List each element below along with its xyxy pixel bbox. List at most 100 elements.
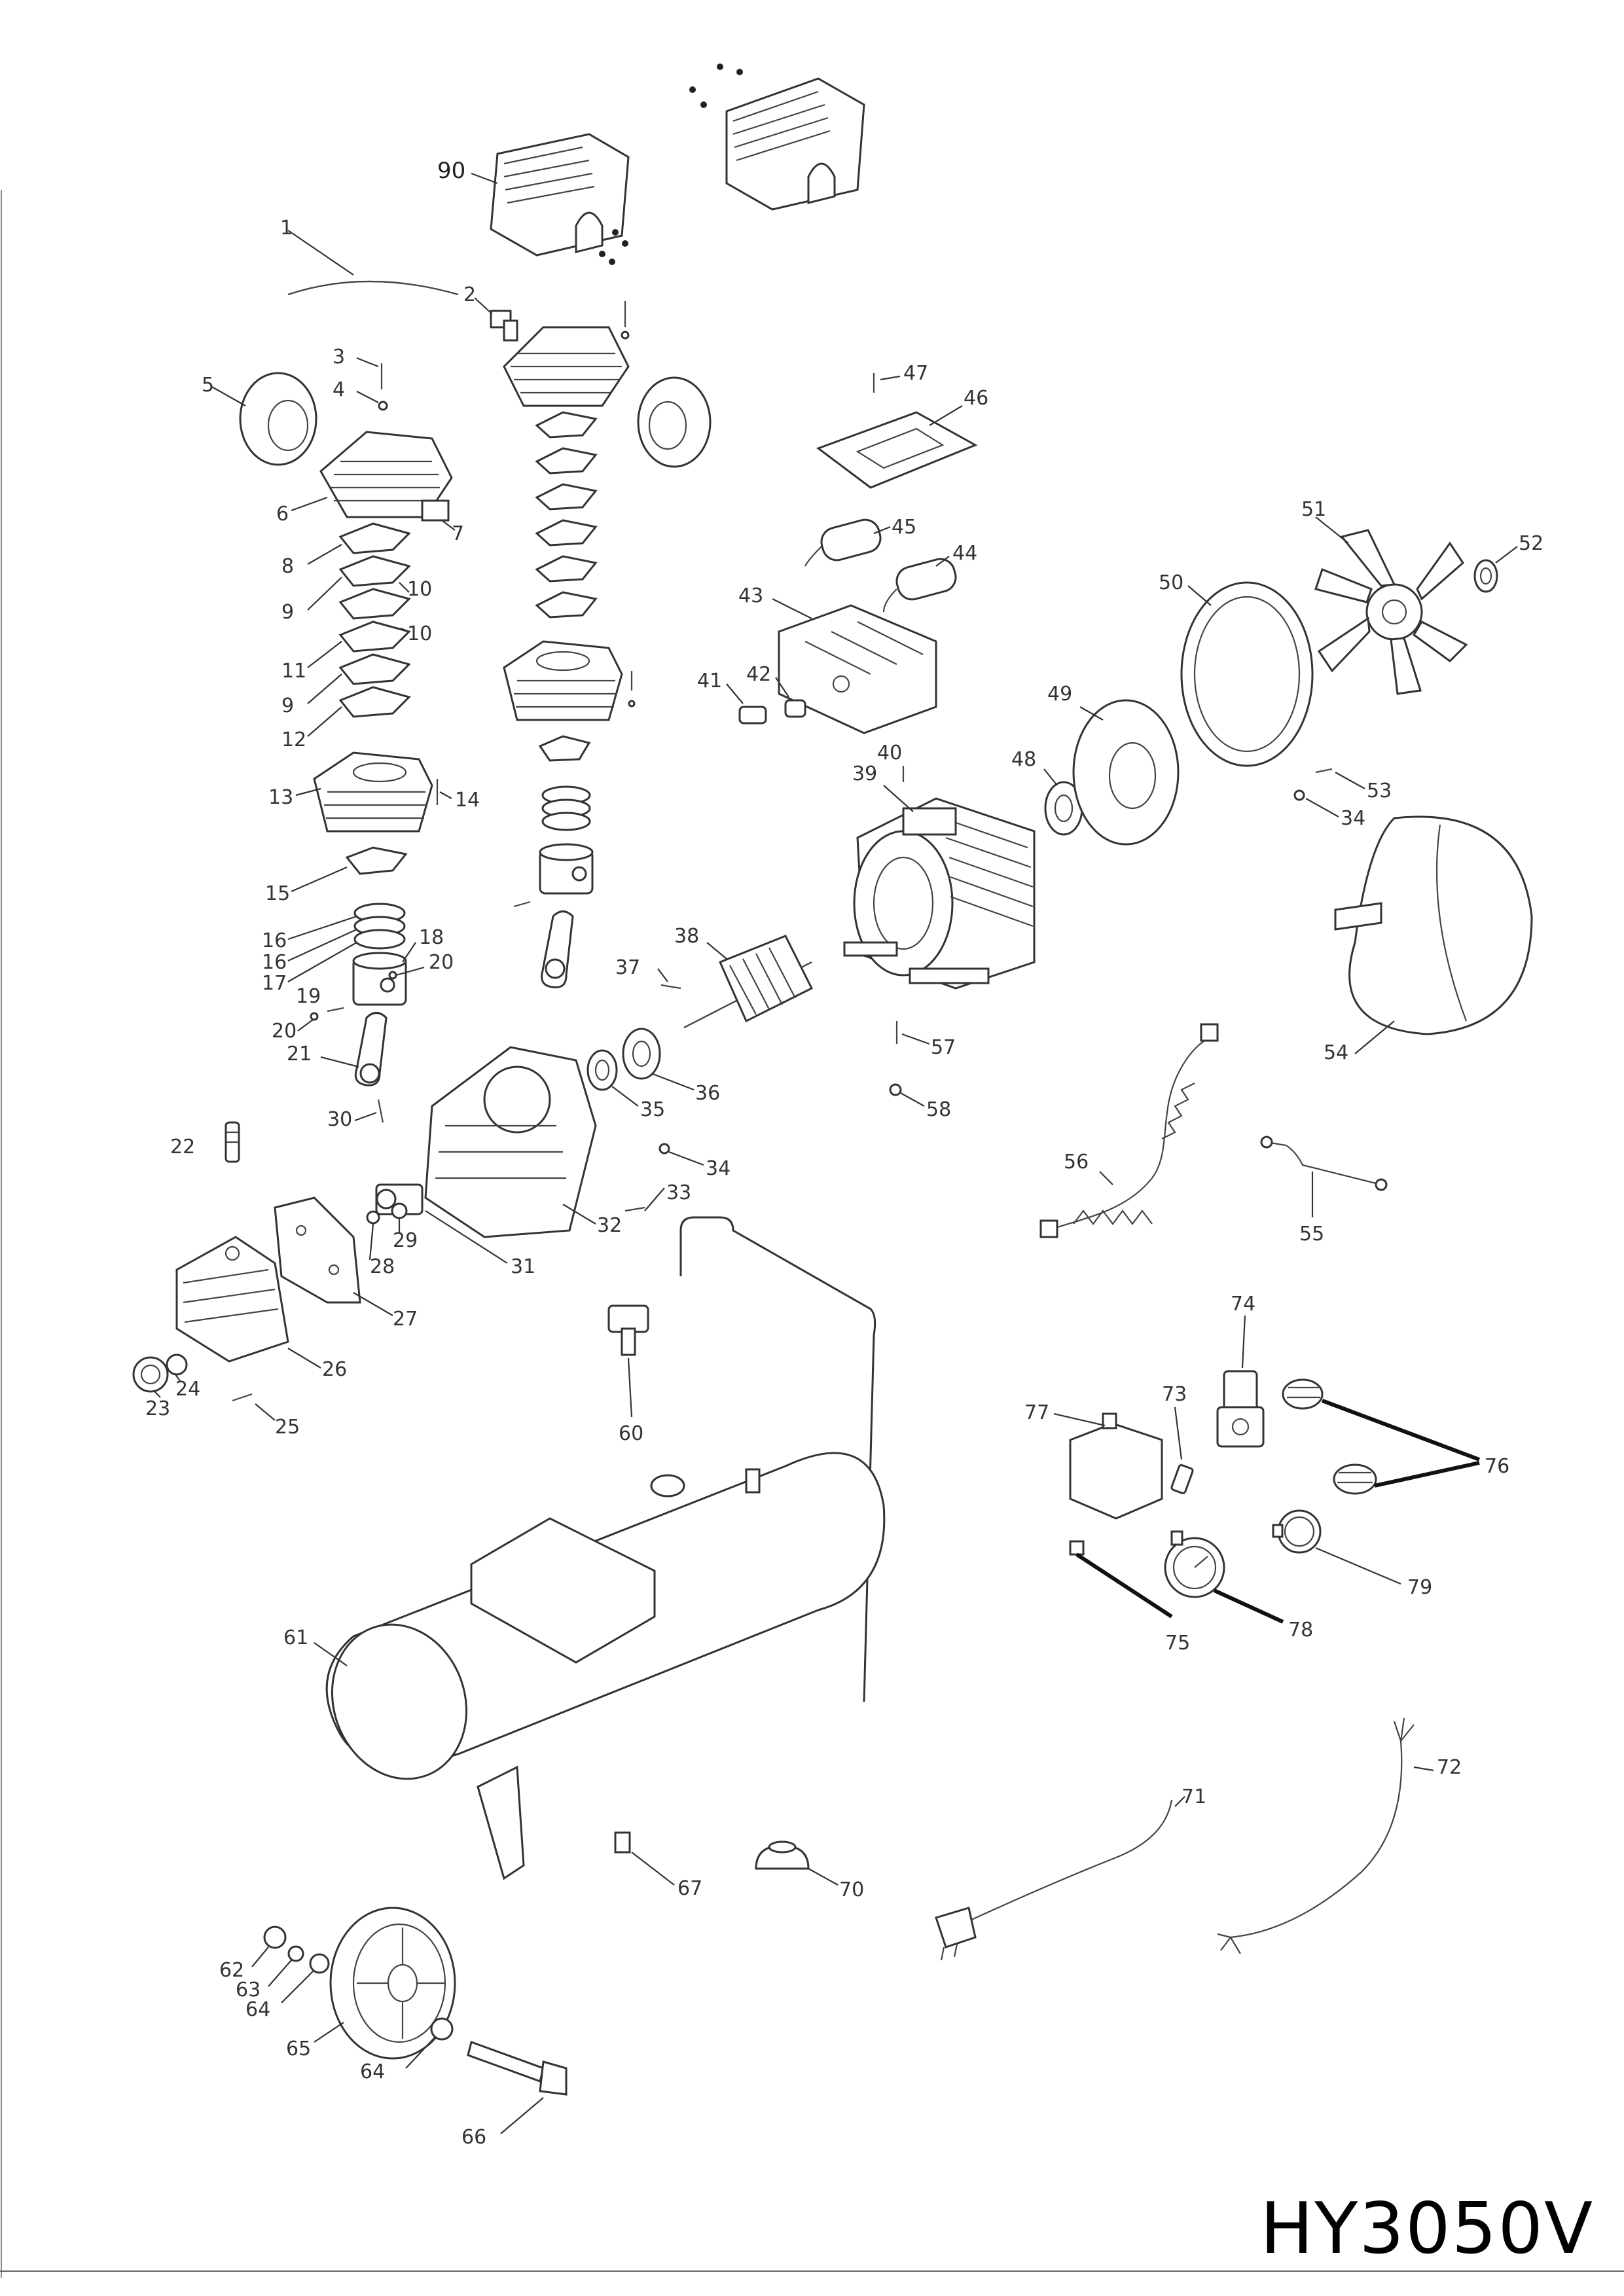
callout-19: 19 bbox=[296, 985, 321, 1008]
callout-1: 1 bbox=[280, 217, 293, 240]
callout-56: 56 bbox=[1064, 1151, 1089, 1174]
axle-bolt-66 bbox=[467, 2041, 568, 2096]
callout-64a: 64 bbox=[245, 1998, 270, 2021]
valve-22 bbox=[225, 1121, 240, 1163]
callout-74: 74 bbox=[1231, 1293, 1255, 1316]
left-cylinder bbox=[313, 751, 433, 833]
callout-8: 8 bbox=[281, 555, 294, 578]
right-piston bbox=[513, 843, 594, 908]
right-cylinder bbox=[503, 640, 623, 721]
callout-43: 43 bbox=[738, 584, 763, 607]
callout-67: 67 bbox=[677, 1877, 702, 1900]
callout-28: 28 bbox=[370, 1255, 395, 1278]
callout-61: 61 bbox=[283, 1626, 308, 1649]
callout-34a: 34 bbox=[706, 1157, 731, 1180]
callout-40: 40 bbox=[877, 742, 902, 764]
power-cord-71 bbox=[935, 1799, 1173, 1961]
callout-57: 57 bbox=[931, 1036, 956, 1059]
pressure-gauge-78 bbox=[1164, 1530, 1225, 1598]
callout-50: 50 bbox=[1159, 571, 1183, 594]
regulator-74 bbox=[1216, 1370, 1265, 1448]
pipe-55 bbox=[1260, 1136, 1388, 1191]
callout-51: 51 bbox=[1301, 498, 1326, 521]
wheel-65 bbox=[329, 1907, 456, 2060]
terminal-box-43 bbox=[778, 604, 937, 734]
callout-10b: 10 bbox=[407, 622, 432, 645]
callout-49: 49 bbox=[1047, 683, 1072, 706]
callout-18: 18 bbox=[419, 926, 444, 949]
callout-53: 53 bbox=[1367, 780, 1392, 802]
callout-10a: 10 bbox=[407, 578, 432, 601]
callout-42: 42 bbox=[746, 663, 771, 686]
fan-shroud-50 bbox=[1180, 581, 1314, 767]
motor-housing-39 bbox=[843, 797, 1036, 990]
callout-12: 12 bbox=[281, 728, 306, 751]
callout-62: 62 bbox=[219, 1959, 244, 1982]
callout-30: 30 bbox=[327, 1108, 352, 1131]
fan-cover-54 bbox=[1334, 816, 1533, 1035]
washer-63 bbox=[287, 1945, 304, 1962]
callout-79: 79 bbox=[1407, 1576, 1432, 1599]
bearing-36 bbox=[622, 1028, 661, 1080]
pressure-switch-77 bbox=[1069, 1412, 1163, 1520]
rubber-foot-70 bbox=[755, 1840, 810, 1870]
callout-21: 21 bbox=[287, 1043, 312, 1066]
callout-25: 25 bbox=[275, 1416, 300, 1439]
cable-72 bbox=[1217, 1717, 1415, 1954]
callout-29: 29 bbox=[393, 1229, 418, 1252]
callout-39: 39 bbox=[852, 762, 877, 785]
callout-71: 71 bbox=[1182, 1785, 1206, 1808]
right-gaskets bbox=[535, 411, 598, 619]
callout-15: 15 bbox=[265, 882, 290, 905]
left-piston bbox=[352, 952, 407, 1006]
callout-22: 22 bbox=[170, 1136, 195, 1158]
callout-6: 6 bbox=[276, 503, 289, 526]
callout-75: 75 bbox=[1165, 1632, 1190, 1655]
callout-32: 32 bbox=[597, 1214, 622, 1237]
callout-27: 27 bbox=[393, 1308, 418, 1331]
switch-41 bbox=[738, 706, 767, 725]
crankcase bbox=[424, 1046, 597, 1238]
bearing-48 bbox=[1044, 781, 1083, 836]
head-cover-left bbox=[490, 133, 630, 257]
left-cylinder-head bbox=[319, 431, 453, 518]
callout-66: 66 bbox=[461, 2126, 486, 2149]
quick-coupler-76a bbox=[1282, 1378, 1324, 1410]
hose bbox=[287, 280, 459, 296]
left-fitting-7 bbox=[421, 499, 450, 522]
callout-2: 2 bbox=[463, 283, 476, 306]
tank-61 bbox=[325, 1216, 886, 1880]
callout-31: 31 bbox=[511, 1255, 535, 1278]
callout-60: 60 bbox=[619, 1422, 643, 1445]
right-piston-rings bbox=[538, 735, 591, 831]
callout-34b: 34 bbox=[1341, 807, 1365, 830]
clip-52 bbox=[1473, 559, 1498, 593]
callout-54: 54 bbox=[1324, 1041, 1348, 1064]
callout-26: 26 bbox=[322, 1358, 347, 1381]
callout-36: 36 bbox=[695, 1082, 720, 1105]
callout-9b: 9 bbox=[281, 694, 294, 717]
callout-63: 63 bbox=[236, 1979, 261, 2001]
drain-plug-23 bbox=[132, 1354, 188, 1393]
callout-20a: 20 bbox=[429, 951, 454, 974]
callout-44: 44 bbox=[952, 542, 977, 565]
spring-hose-56 bbox=[1039, 1023, 1219, 1238]
callout-20b: 20 bbox=[272, 1020, 297, 1043]
callout-77: 77 bbox=[1024, 1401, 1049, 1424]
pipe-75 bbox=[1069, 1540, 1173, 1619]
callout-58: 58 bbox=[926, 1098, 951, 1121]
left-gaskets bbox=[338, 522, 411, 718]
head-cover-right bbox=[725, 77, 865, 211]
callout-11: 11 bbox=[281, 660, 306, 683]
elbow-fitting bbox=[490, 310, 518, 342]
callout-4: 4 bbox=[333, 378, 345, 401]
right-connecting-rod bbox=[541, 910, 574, 989]
callout-16b: 16 bbox=[262, 951, 287, 974]
callout-45: 45 bbox=[892, 516, 916, 539]
left-filter bbox=[239, 372, 317, 466]
check-valve-60 bbox=[607, 1304, 649, 1356]
model-number: HY3050V bbox=[1260, 2188, 1594, 2270]
rotor-38 bbox=[683, 935, 814, 1028]
